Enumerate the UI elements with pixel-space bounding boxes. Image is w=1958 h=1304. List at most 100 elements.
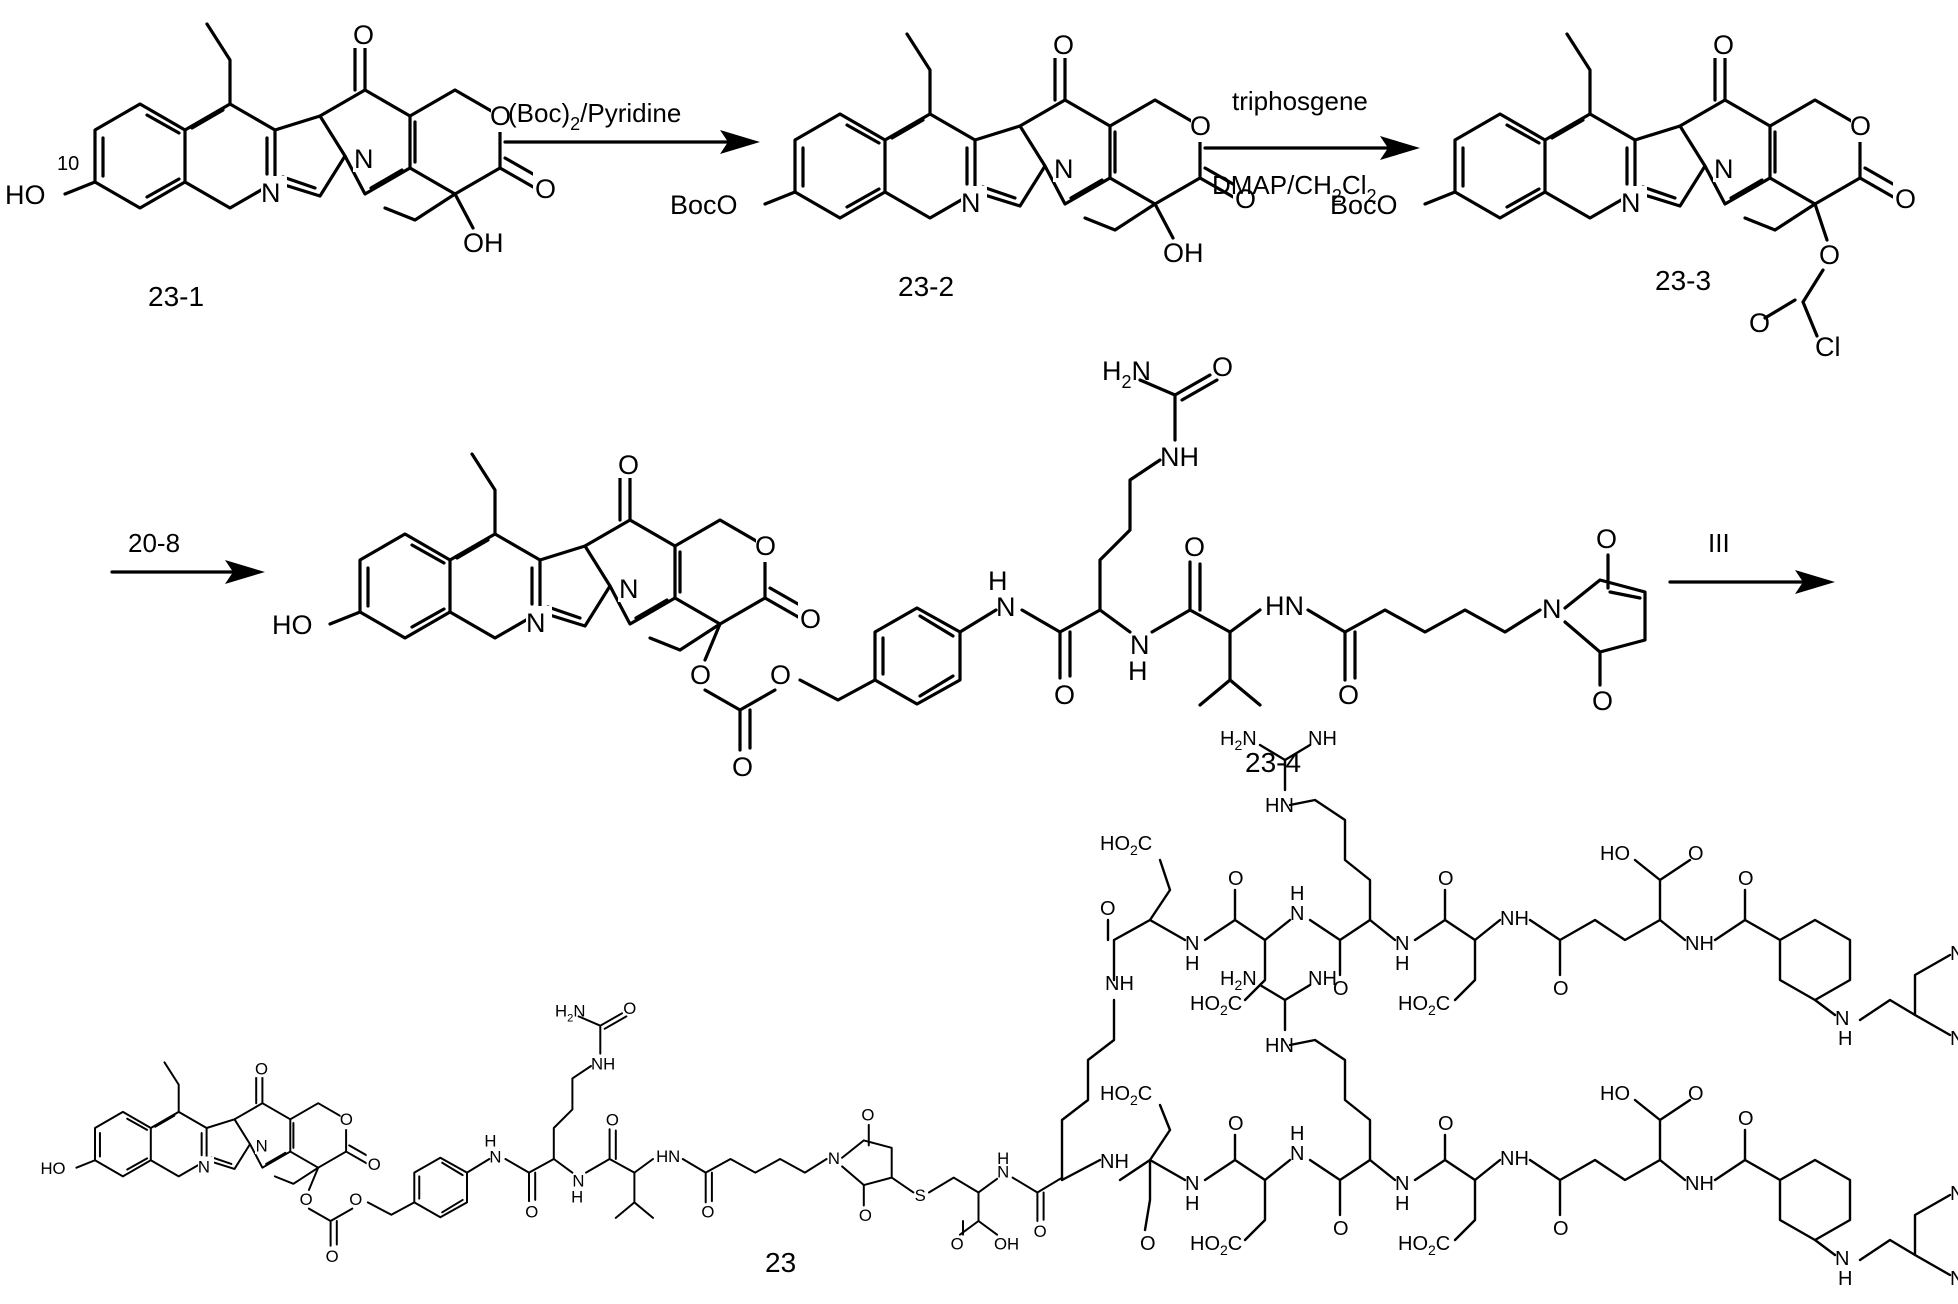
svg-text:H2N: H2N (1102, 356, 1151, 392)
svg-text:H: H (1290, 883, 1304, 905)
svg-text:HN: HN (1265, 795, 1294, 817)
svg-text:HO2C: HO2C (1398, 993, 1450, 1018)
svg-text:NH: NH (591, 1055, 615, 1074)
svg-text:O: O (1688, 1083, 1704, 1105)
svg-text:HN: HN (1265, 591, 1304, 621)
svg-text:O: O (755, 531, 776, 561)
reaction-arrow-2: triphosgene DMAP/CH2Cl2 (1205, 86, 1420, 206)
svg-text:H: H (1838, 1028, 1852, 1050)
svg-text:10: 10 (57, 153, 79, 175)
svg-text:O: O (1228, 868, 1244, 890)
svg-text:O: O (1738, 1108, 1754, 1130)
svg-text:N: N (1395, 1173, 1409, 1195)
svg-text:HO: HO (1600, 1083, 1630, 1105)
svg-text:H: H (1838, 1268, 1852, 1290)
svg-text:O: O (1053, 30, 1074, 60)
svg-text:O: O (859, 1206, 872, 1225)
reagent-triphosgene: triphosgene (1232, 86, 1368, 116)
svg-text:HO: HO (40, 1159, 65, 1178)
svg-text:O: O (1228, 1113, 1244, 1135)
svg-text:N: N (1054, 154, 1074, 184)
compound-23-3-structure: O O O N N O O Cl BocO (1330, 28, 1917, 362)
svg-text:N: N (1395, 933, 1409, 955)
svg-text:HN: HN (656, 1147, 680, 1166)
compound-23-4-structure: O O O N N HO O O O H N O NH H2N O N H (272, 352, 1645, 782)
svg-text:N: N (1542, 594, 1562, 624)
svg-text:NH: NH (1685, 933, 1714, 955)
svg-text:O: O (300, 1190, 313, 1209)
svg-text:O: O (1438, 868, 1454, 890)
svg-text:N: N (1714, 154, 1734, 184)
svg-text:HO2C: HO2C (1398, 1233, 1450, 1258)
svg-text:N: N (489, 1148, 501, 1167)
svg-text:H: H (1395, 953, 1409, 975)
svg-text:O: O (623, 999, 636, 1018)
svg-text:O: O (535, 174, 556, 204)
svg-text:O: O (1333, 1218, 1349, 1240)
svg-text:O: O (732, 752, 753, 782)
svg-text:OH: OH (994, 1235, 1019, 1254)
svg-text:H: H (1185, 1193, 1199, 1215)
svg-text:O: O (1054, 680, 1075, 710)
svg-text:S: S (915, 1186, 926, 1205)
svg-text:O: O (861, 1106, 874, 1125)
svg-text:H2N: H2N (1220, 968, 1257, 993)
reagent-20-8: 20-8 (128, 528, 180, 558)
svg-text:N: N (354, 144, 374, 174)
svg-text:HO2C: HO2C (1100, 1083, 1152, 1108)
svg-text:HO: HO (5, 180, 46, 210)
svg-text:HO: HO (272, 610, 313, 640)
svg-text:O: O (525, 1202, 538, 1221)
svg-text:O: O (368, 1155, 381, 1174)
svg-text:O: O (1034, 1222, 1047, 1241)
svg-text:N: N (1835, 1008, 1849, 1030)
svg-text:O: O (1592, 686, 1613, 716)
svg-text:O: O (353, 20, 374, 50)
svg-text:N: N (1950, 1183, 1958, 1205)
compound-label-23-1: 23-1 (148, 281, 204, 312)
lower-folate-peptide: HO2C O N H O HO2C N H O HN H2N NH N H O (1100, 968, 1958, 1290)
svg-text:N: N (256, 1137, 268, 1156)
svg-text:H: H (997, 1149, 1009, 1168)
svg-text:O: O (326, 1247, 339, 1266)
svg-text:O: O (1553, 978, 1569, 1000)
svg-text:N: N (828, 1149, 840, 1168)
svg-text:NH: NH (1308, 728, 1337, 750)
svg-text:O: O (1713, 30, 1734, 60)
svg-text:NH: NH (1160, 442, 1199, 472)
svg-text:H: H (571, 1187, 583, 1206)
svg-text:O: O (1850, 111, 1871, 141)
svg-text:HN: HN (1265, 1035, 1294, 1057)
svg-text:HO: HO (1600, 843, 1630, 865)
svg-text:NH: NH (1500, 908, 1529, 930)
svg-text:N: N (996, 592, 1016, 622)
svg-text:BocO: BocO (670, 190, 738, 220)
svg-text:N: N (1185, 1173, 1199, 1195)
svg-text:N: N (1835, 1248, 1849, 1270)
svg-text:N: N (198, 1158, 210, 1177)
compound-23-structure: O O O N N HO O O O H N O NH H2N (40, 728, 1958, 1290)
compound-23-1-structure: O O O N N OH HO 10 (5, 18, 557, 258)
svg-text:OH: OH (463, 228, 504, 258)
reaction-arrow-4: III (1670, 528, 1835, 594)
svg-text:O: O (1338, 680, 1359, 710)
svg-text:N: N (1950, 943, 1958, 965)
svg-text:O: O (618, 450, 639, 480)
svg-text:O: O (255, 1060, 268, 1079)
svg-text:N: N (619, 574, 639, 604)
svg-text:HO2C: HO2C (1190, 1233, 1242, 1258)
svg-text:H2N: H2N (555, 1001, 585, 1024)
svg-text:O: O (1553, 1218, 1569, 1240)
svg-text:O: O (951, 1235, 964, 1254)
svg-text:NH: NH (1308, 968, 1337, 990)
reaction-arrow-3: 20-8 (112, 528, 265, 584)
svg-text:HO2C: HO2C (1100, 833, 1152, 858)
svg-text:O: O (349, 1190, 362, 1209)
svg-text:O: O (1140, 1233, 1156, 1255)
svg-text:N: N (961, 188, 981, 218)
svg-text:O: O (1738, 868, 1754, 890)
svg-text:O: O (1190, 111, 1211, 141)
svg-text:O: O (1895, 184, 1916, 214)
reagent-boc2o-pyridine: (Boc)2/Pyridine (508, 98, 681, 134)
